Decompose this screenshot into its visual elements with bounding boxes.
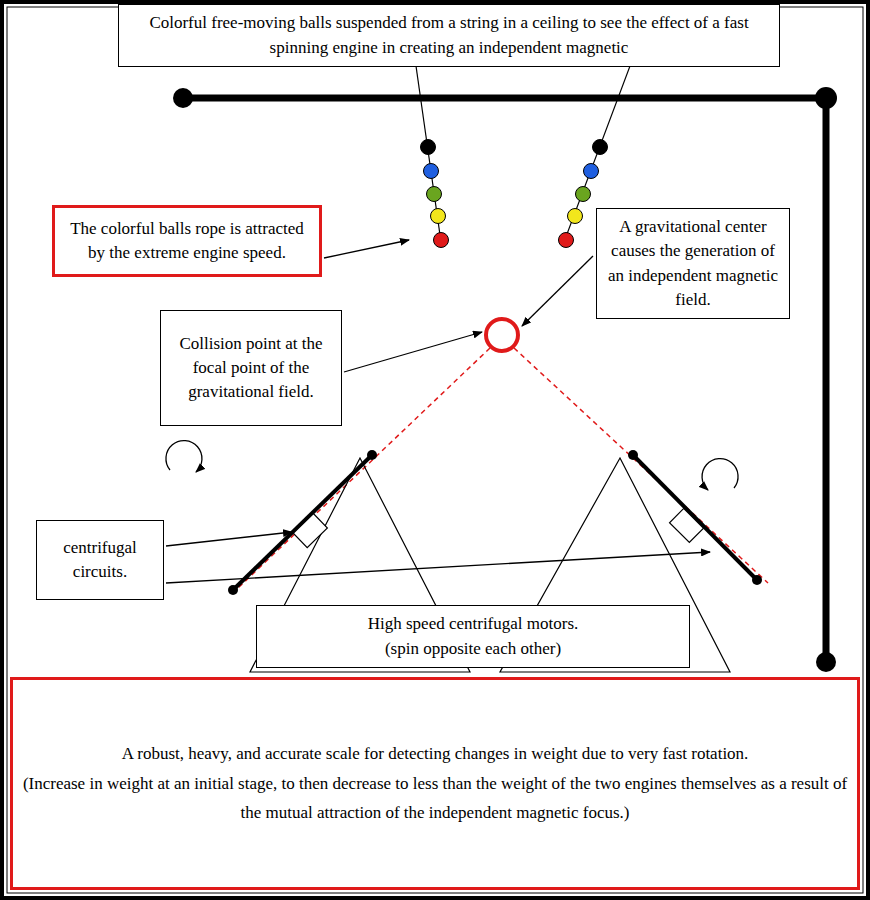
ball xyxy=(559,233,574,248)
post-end-dot xyxy=(816,652,836,672)
beam-end-dot xyxy=(173,88,193,108)
leader-arrow xyxy=(166,552,710,583)
scale-box: A robust, heavy, and accurate scale for … xyxy=(10,677,860,890)
box-text: High speed centrifugal motors. xyxy=(368,612,579,636)
box-text: Colorful free-moving balls suspended fro… xyxy=(127,11,771,59)
label-box: centrifugal circuits. xyxy=(36,520,164,600)
ball xyxy=(421,140,436,155)
focal-line xyxy=(514,348,768,583)
leader-arrow xyxy=(344,332,482,372)
centrifugal-arm xyxy=(633,455,757,580)
ball xyxy=(593,140,608,155)
box-text: (spin opposite each other) xyxy=(385,637,561,661)
box-text: Collision point at the focal point of th… xyxy=(169,332,333,404)
focal-point xyxy=(486,319,518,351)
arm-end-dot xyxy=(752,575,762,585)
note-box: Collision point at the focal point of th… xyxy=(160,310,342,426)
ball xyxy=(434,233,449,248)
leader-arrow xyxy=(522,256,593,326)
ball xyxy=(576,187,591,202)
note-box: A gravitational center causes the genera… xyxy=(596,208,790,319)
arm-end-dot xyxy=(367,450,377,460)
leader-arrow xyxy=(166,532,292,546)
ball xyxy=(584,164,599,179)
centrifugal-arm xyxy=(233,455,372,590)
balls-left xyxy=(421,140,449,248)
motor-box: High speed centrifugal motors.(spin oppo… xyxy=(256,605,690,668)
ball xyxy=(424,164,439,179)
beam-corner-dot xyxy=(815,87,837,109)
ball xyxy=(427,187,442,202)
arm-end-dot xyxy=(628,450,638,460)
box-text: A robust, heavy, and accurate scale for … xyxy=(122,739,749,769)
ceiling-beam xyxy=(183,95,826,102)
support-post xyxy=(823,98,830,662)
leader-arrow xyxy=(324,240,409,258)
ball xyxy=(431,209,446,224)
arm-end-dot xyxy=(228,585,238,595)
title-box: Colorful free-moving balls suspended fro… xyxy=(118,4,780,67)
box-text: The colorful balls rope is attracted by … xyxy=(63,217,311,265)
box-text: A gravitational center causes the genera… xyxy=(605,215,781,312)
box-text: (Increase in weight at an initial stage,… xyxy=(21,769,849,829)
ball xyxy=(568,209,583,224)
inner-frame xyxy=(7,7,863,893)
rotation-arrow xyxy=(702,459,738,490)
note-box: The colorful balls rope is attracted by … xyxy=(52,205,322,277)
rotation-arrow xyxy=(166,441,202,472)
motor-hub xyxy=(670,509,704,543)
motor-hub xyxy=(293,514,327,548)
box-text: centrifugal circuits. xyxy=(45,536,155,584)
